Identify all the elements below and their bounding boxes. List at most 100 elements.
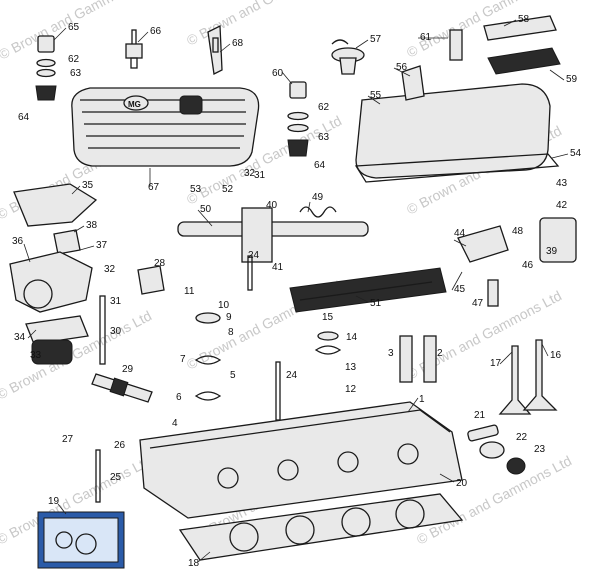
callout-12: 12 [345, 384, 357, 395]
callout-48: 48 [512, 226, 524, 237]
callout-42: 42 [556, 200, 568, 211]
valve-guides [399, 335, 437, 383]
callout-62: 62 [68, 54, 80, 65]
callout-37: 37 [96, 240, 108, 251]
callout-25: 25 [110, 472, 122, 483]
callout-56: 56 [396, 62, 408, 73]
callout-33: 33 [30, 350, 42, 361]
rocker-arm-right [457, 217, 577, 307]
rocker-cover-alloy: MG [71, 87, 260, 167]
callout-36: 36 [12, 236, 24, 247]
callout-15: 15 [322, 312, 334, 323]
breather-plate [483, 15, 561, 75]
callout-61: 61 [420, 32, 432, 43]
rocker-cover-pressed [354, 29, 560, 183]
callout-32b: 32 [244, 168, 256, 179]
callout-52: 52 [222, 184, 234, 195]
callout-57: 57 [370, 34, 382, 45]
callout-62b: 62 [318, 102, 330, 113]
callout-60: 60 [272, 68, 284, 79]
callout-8: 8 [228, 327, 234, 338]
callout-28: 28 [154, 258, 166, 269]
callout-21: 21 [474, 410, 486, 421]
callout-50: 50 [200, 204, 212, 215]
callout-labels: 1 2 3 4 5 6 7 8 9 10 11 12 13 14 15 16 1… [12, 14, 582, 569]
stud-66 [125, 29, 143, 69]
callout-68: 68 [232, 38, 244, 49]
oil-filler-cap [331, 39, 365, 75]
valve-spring-mid [314, 331, 342, 355]
long-stud-30 [99, 295, 106, 365]
callout-14: 14 [346, 332, 358, 343]
fastener-stack-left [35, 35, 57, 101]
callout-67: 67 [148, 182, 160, 193]
callout-31: 31 [110, 296, 122, 307]
callout-54: 54 [570, 148, 582, 159]
rocker-shaft [177, 206, 369, 291]
callout-64: 64 [18, 112, 30, 123]
callout-20: 20 [456, 478, 468, 489]
callout-18: 18 [188, 558, 200, 569]
callout-5: 5 [230, 370, 236, 381]
callout-24: 24 [286, 370, 298, 381]
callout-34: 34 [14, 332, 26, 343]
callout-58: 58 [518, 14, 530, 25]
callout-1: 1 [419, 394, 425, 405]
spark-plug [91, 373, 153, 403]
callout-22: 22 [516, 432, 528, 443]
callout-16: 16 [550, 350, 562, 361]
callout-63b: 63 [318, 132, 330, 143]
callout-65: 65 [68, 22, 80, 33]
callout-23: 23 [534, 444, 546, 455]
callout-26: 26 [114, 440, 126, 451]
callout-39: 39 [546, 246, 558, 257]
callout-47: 47 [472, 298, 484, 309]
bracket-68 [207, 24, 223, 75]
callout-6: 6 [176, 392, 182, 403]
valves [498, 339, 558, 415]
callout-29: 29 [122, 364, 134, 375]
callout-30: 30 [110, 326, 122, 337]
fastener-stack-mid [287, 81, 309, 157]
callout-4: 4 [172, 418, 178, 429]
callout-63: 63 [70, 68, 82, 79]
leader-lines [23, 19, 569, 563]
callout-7: 7 [180, 354, 186, 365]
rocker-assembly [289, 267, 447, 313]
temperature-sender [137, 265, 165, 295]
callout-64b: 64 [314, 160, 326, 171]
head-fittings-right [467, 424, 526, 475]
callout-32: 32 [104, 264, 116, 275]
callout-2: 2 [437, 348, 443, 359]
head-gasket [178, 493, 464, 561]
callout-45: 45 [454, 284, 466, 295]
callout-46: 46 [522, 260, 534, 271]
callout-41: 41 [272, 262, 284, 273]
callout-43: 43 [556, 178, 568, 189]
callout-10: 10 [218, 300, 230, 311]
callout-11: 11 [184, 286, 195, 297]
callout-35: 35 [82, 180, 94, 191]
callout-44: 44 [454, 228, 466, 239]
callout-19: 19 [48, 496, 60, 507]
callout-55: 55 [370, 90, 382, 101]
callout-59: 59 [566, 74, 578, 85]
callout-31b: 31 [254, 170, 266, 181]
callout-3: 3 [388, 348, 394, 359]
callout-27: 27 [62, 434, 74, 445]
cylinder-head [95, 401, 463, 519]
cover-badge: MG [128, 100, 141, 109]
watermark-text: © Brown and Gammons Ltd [184, 0, 344, 49]
callout-53: 53 [190, 184, 202, 195]
callout-13: 13 [345, 362, 357, 373]
gasket-set [37, 511, 125, 569]
callout-66: 66 [150, 26, 162, 37]
callout-17: 17 [490, 358, 502, 369]
callout-40: 40 [266, 200, 278, 211]
callout-24b: 24 [248, 250, 260, 261]
callout-51: 51 [370, 298, 382, 309]
callout-38: 38 [86, 220, 98, 231]
thermostat-housing [9, 183, 98, 365]
callout-49: 49 [312, 192, 324, 203]
